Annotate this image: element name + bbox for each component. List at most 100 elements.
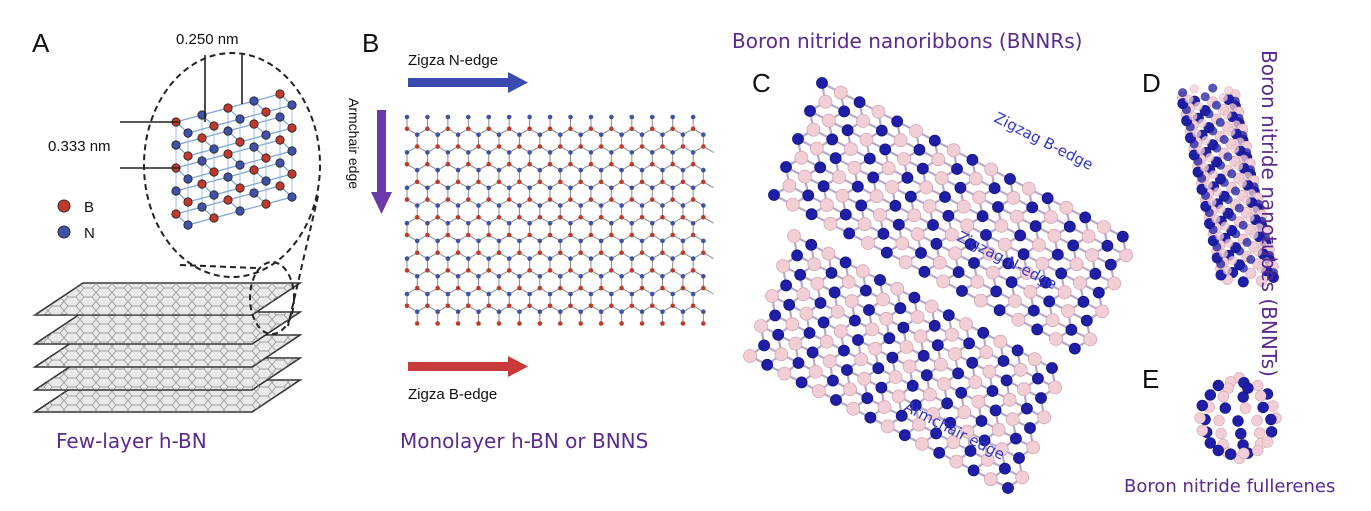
nitrogen-atom xyxy=(629,114,635,120)
boron-atom xyxy=(639,285,645,291)
nitrogen-atom xyxy=(619,238,624,244)
boron-atom xyxy=(1188,111,1198,121)
boron-atom xyxy=(660,144,665,149)
boron-atom xyxy=(476,144,481,149)
boron-atom xyxy=(960,218,975,233)
nitrogen-atom xyxy=(690,150,696,155)
boron-atom xyxy=(537,179,543,185)
boron-atom xyxy=(1257,264,1267,274)
nitrogen-atom xyxy=(909,399,922,412)
legend-b-label: B xyxy=(84,199,94,216)
nitrogen-atom xyxy=(619,167,624,173)
boron-atom xyxy=(1234,161,1244,171)
boron-atom xyxy=(547,161,553,167)
boron-atom xyxy=(619,144,624,149)
nitrogen-atom xyxy=(967,464,980,477)
boron-atom xyxy=(910,310,925,324)
boron-atom xyxy=(857,371,872,386)
nitrogen-atom xyxy=(547,114,553,120)
nitrogen-atom xyxy=(660,167,665,173)
nitrogen-atom xyxy=(913,143,926,156)
nitrogen-atom xyxy=(235,114,245,124)
nitrogen-atom xyxy=(1232,415,1244,427)
boron-atom xyxy=(912,417,926,432)
boron-atom xyxy=(568,197,573,202)
nitrogen-atom xyxy=(568,150,573,155)
boron-atom xyxy=(287,169,297,179)
boron-atom xyxy=(1209,170,1219,180)
boron-atom xyxy=(1044,210,1058,224)
boron-atom xyxy=(1211,214,1221,224)
nitrogen-atom xyxy=(951,163,963,175)
boron-atom xyxy=(1015,470,1029,485)
boron-atom xyxy=(1261,436,1274,448)
nitrogen-atom xyxy=(804,105,816,117)
boron-atom xyxy=(776,259,790,273)
nitrogen-atom xyxy=(964,238,977,251)
nitrogen-atom xyxy=(956,285,968,297)
nitrogen-atom xyxy=(690,220,696,226)
nitrogen-atom xyxy=(891,115,904,128)
boron-atom xyxy=(466,161,471,167)
nitrogen-atom xyxy=(619,203,624,208)
boron-atom xyxy=(1203,180,1213,190)
boron-atom xyxy=(660,321,665,326)
nitrogen-atom xyxy=(1237,391,1249,403)
nitrogen-atom xyxy=(506,220,512,226)
nitrogen-atom xyxy=(701,132,706,137)
boron-atom xyxy=(960,424,975,439)
boron-atom xyxy=(537,144,543,149)
boron-atom xyxy=(1241,195,1251,205)
nitrogen-atom xyxy=(1234,203,1244,213)
boron-atom xyxy=(486,126,492,132)
nitrogen-atom xyxy=(1041,192,1054,205)
boron-atom xyxy=(796,287,811,302)
boron-atom xyxy=(445,161,451,167)
boron-atom xyxy=(1005,412,1020,427)
nitrogen-atom xyxy=(1212,379,1225,392)
boron-atom xyxy=(1243,171,1253,181)
nitrogen-atom xyxy=(598,309,604,315)
boron-atom xyxy=(680,215,686,220)
nitrogen-atom xyxy=(506,185,512,191)
boron-atom xyxy=(1069,257,1084,272)
boron-atom xyxy=(1081,229,1096,244)
boron-atom xyxy=(455,144,461,149)
nitrogen-atom xyxy=(261,176,271,186)
nitrogen-atom xyxy=(223,172,233,182)
nitrogen-atom xyxy=(171,140,181,150)
nitrogen-atom xyxy=(588,114,594,120)
boron-atom xyxy=(496,285,502,291)
armchair-nanoribbon xyxy=(743,229,1062,494)
boron-atom xyxy=(527,161,532,167)
nitrogen-atom xyxy=(917,349,930,362)
nitrogen-atom xyxy=(609,114,614,120)
nitrogen-atom xyxy=(942,309,955,322)
nitrogen-atom xyxy=(404,220,410,226)
boron-atom xyxy=(466,232,471,238)
nitrogen-atom xyxy=(1002,482,1014,494)
nitrogen-atom xyxy=(557,274,563,279)
zigzag-b-edge-ribbon-label: Zigzag B-edge xyxy=(991,109,1096,174)
nitrogen-atom xyxy=(1014,229,1027,242)
nitrogen-atom xyxy=(414,238,420,244)
boron-atom xyxy=(639,215,645,220)
boron-atom xyxy=(680,321,686,326)
nitrogen-atom xyxy=(598,167,604,173)
boron-atom xyxy=(690,197,696,202)
nitrogen-atom xyxy=(275,112,285,122)
boron-atom xyxy=(1002,392,1017,407)
nitrogen-atom xyxy=(1079,211,1092,224)
nitrogen-atom xyxy=(989,404,1002,417)
nitrogen-atom xyxy=(670,150,675,155)
nitrogen-atom xyxy=(817,180,830,193)
boron-atom xyxy=(701,179,706,185)
nitrogen-atom xyxy=(952,266,965,279)
nitrogen-atom xyxy=(1021,402,1033,415)
boron-atom xyxy=(701,285,706,291)
nitrogen-atom xyxy=(578,167,584,173)
boron-atom xyxy=(476,285,481,291)
nitrogen-atom xyxy=(1011,344,1024,357)
boron-atom xyxy=(445,197,451,202)
boron-atom xyxy=(888,370,903,384)
